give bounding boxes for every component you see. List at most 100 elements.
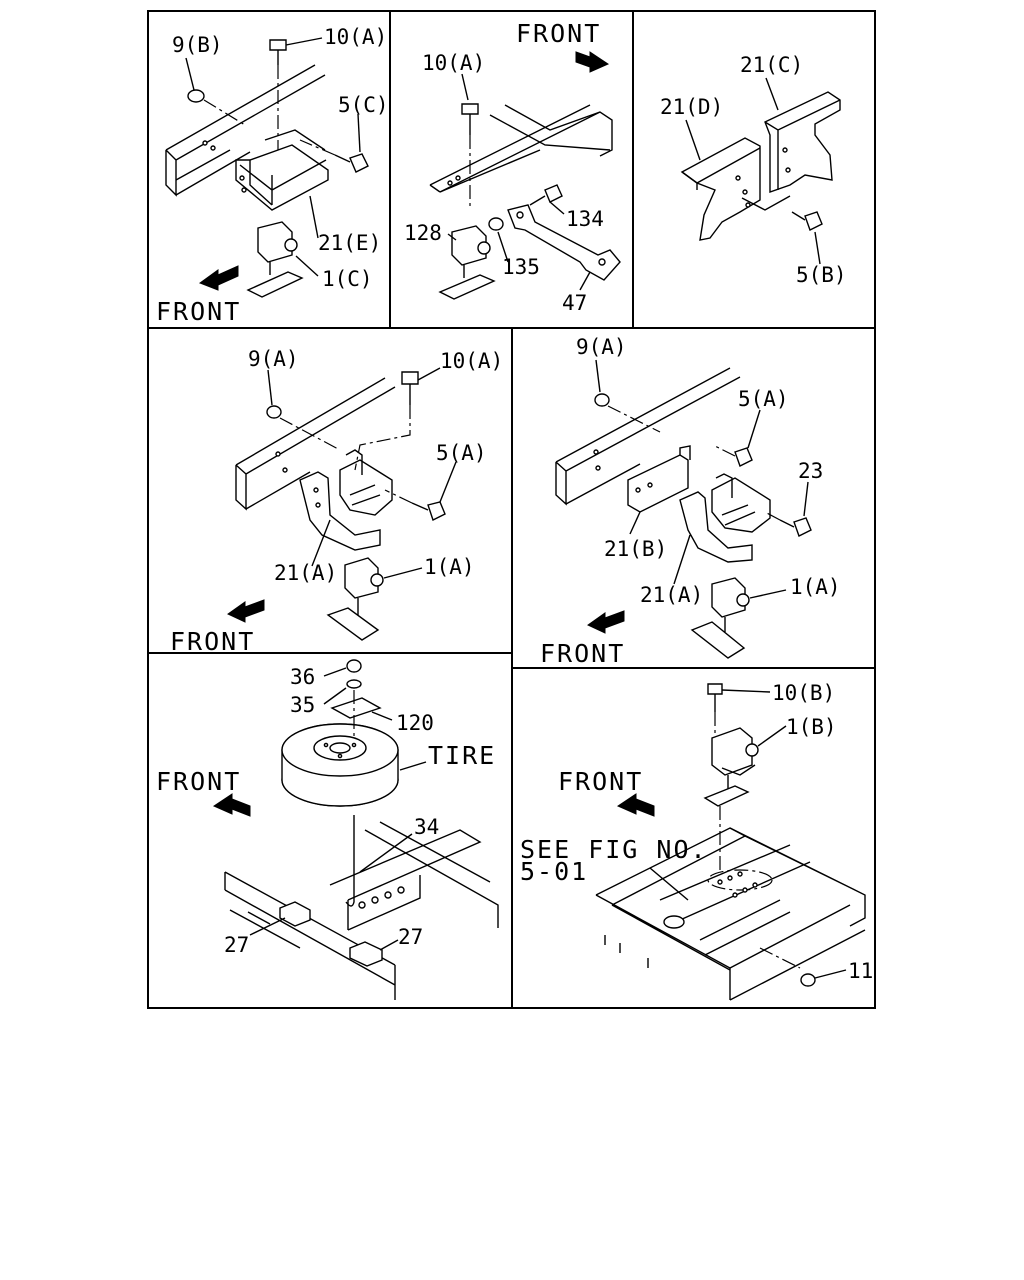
- label-34: 34: [414, 815, 439, 839]
- front-label-p2: FRONT: [516, 19, 601, 48]
- block-27-b: [349, 941, 383, 967]
- switch-1a-p4: [326, 557, 384, 641]
- label-47: 47: [562, 291, 587, 315]
- tire: [281, 723, 399, 807]
- frame-6: [224, 821, 499, 1000]
- nut-135: [488, 217, 504, 231]
- panel-4: 9(A) 10(A) 5(A) 21(A) 1(A) FRONT: [170, 347, 503, 656]
- label-21a-p4: 21(A): [274, 561, 337, 585]
- panel-2: 10(A) 128 134 135 47 FRONT: [404, 19, 621, 315]
- bolt-5b: [791, 211, 823, 231]
- nut-9a-p4: [266, 405, 341, 451]
- switch-1b: [703, 727, 759, 870]
- label-11: 11: [848, 959, 873, 983]
- label-10a: 10(A): [324, 25, 387, 49]
- frame-rail-1: [165, 64, 326, 197]
- bolt-10b: [707, 683, 723, 735]
- frame-rail-5: [555, 367, 741, 506]
- front-label-p4: FRONT: [170, 627, 255, 656]
- panel-5: 9(A) 5(A) 23 21(B) 21(A) 1(A) FRONT: [540, 335, 841, 668]
- bracket-21b: [627, 445, 691, 513]
- bracket-21a-p5: [679, 473, 771, 563]
- panel-6: 36 35 120 34 27 27 TIRE FRONT: [156, 659, 499, 1000]
- panel-1: 9(B) 10(A) 5(C) 21(E) 1(C) FRONT: [156, 25, 389, 326]
- label-36: 36: [290, 665, 315, 689]
- leaders-p4: [267, 367, 457, 579]
- label-35: 35: [290, 693, 315, 717]
- leaders-p6: [249, 667, 427, 951]
- frame-7: [595, 827, 866, 1001]
- label-21b: 21(B): [604, 537, 667, 561]
- label-120: 120: [396, 711, 434, 735]
- leaders-p1: [185, 37, 361, 277]
- front-arrow-p5: [587, 610, 625, 634]
- nut-36: [346, 659, 362, 673]
- front-arrow-p1: [198, 265, 239, 291]
- leaders-p2: [447, 73, 591, 291]
- bolt-5a-p4: [384, 489, 446, 521]
- label-21a-p5: 21(A): [640, 583, 703, 607]
- label-1c: 1(C): [322, 267, 373, 291]
- switch-1c: [246, 221, 304, 298]
- leaders-p5: [595, 359, 809, 599]
- leaders-p3: [685, 77, 821, 265]
- front-label-p1: FRONT: [156, 297, 241, 326]
- label-5b: 5(B): [796, 263, 847, 287]
- frame-rail-4: [235, 377, 396, 511]
- see-fig-label: SEE FIG NO.: [520, 835, 708, 864]
- front-label-p6: FRONT: [156, 767, 241, 796]
- label-134: 134: [566, 207, 604, 231]
- front-arrow-p2: [575, 51, 610, 73]
- label-5a-p5: 5(A): [738, 387, 789, 411]
- nut-9b-p1: [187, 89, 246, 126]
- label-128: 128: [404, 221, 442, 245]
- front-arrow-p6: [212, 793, 251, 817]
- switch-128: [438, 225, 496, 300]
- panel-frames: [147, 10, 876, 1009]
- label-21e: 21(E): [318, 231, 381, 255]
- tire-label: TIRE: [428, 741, 496, 770]
- label-10b: 10(B): [772, 681, 835, 705]
- front-label-p7: FRONT: [558, 767, 643, 796]
- bracket-21e: [235, 129, 329, 211]
- front-label-p5: FRONT: [540, 639, 625, 668]
- label-1a-p4: 1(A): [424, 555, 475, 579]
- label-1a-p5: 1(A): [790, 575, 841, 599]
- label-5c: 5(C): [338, 93, 389, 117]
- label-9a-p5: 9(A): [576, 335, 627, 359]
- label-10a-p2: 10(A): [422, 51, 485, 75]
- front-arrow-p4: [227, 599, 265, 623]
- label-9a-p4: 9(A): [248, 347, 299, 371]
- panel-7: 10(B) 1(B) 11 SEE FIG NO. 5-01 FRONT: [520, 681, 873, 1001]
- see-fig-number: 5-01: [520, 857, 588, 886]
- label-23: 23: [798, 459, 823, 483]
- bolt-134: [529, 184, 563, 206]
- frame-rail-2: [429, 104, 613, 193]
- plate-120: [330, 697, 382, 719]
- washer-35: [346, 679, 362, 689]
- label-5a-p4: 5(A): [436, 441, 487, 465]
- label-10a-p4: 10(A): [440, 349, 503, 373]
- bracket-21a-p4: [299, 449, 393, 551]
- bracket-21d: [680, 137, 761, 241]
- label-135: 135: [502, 255, 540, 279]
- label-21c: 21(C): [740, 53, 803, 77]
- panel-3: 21(C) 21(D) 5(B): [660, 53, 847, 287]
- label-1b: 1(B): [786, 715, 837, 739]
- block-27-a: [279, 901, 311, 927]
- bolt-10a-p1: [269, 39, 287, 150]
- label-21d: 21(D): [660, 95, 723, 119]
- brace-47: [507, 204, 621, 281]
- front-arrow-p7: [616, 793, 655, 817]
- label-27-a: 27: [224, 933, 249, 957]
- bolt-10a-p4: [354, 371, 419, 471]
- nut-9a-p5: [594, 393, 661, 433]
- bolt-5a-p5: [714, 445, 753, 467]
- bolt-10a-p2: [461, 103, 479, 210]
- label-9b: 9(B): [172, 33, 223, 57]
- label-27-b: 27: [398, 925, 423, 949]
- bracket-21c: [741, 91, 841, 211]
- leaders-p7: [649, 689, 847, 979]
- hook-bolt-34: [345, 815, 355, 907]
